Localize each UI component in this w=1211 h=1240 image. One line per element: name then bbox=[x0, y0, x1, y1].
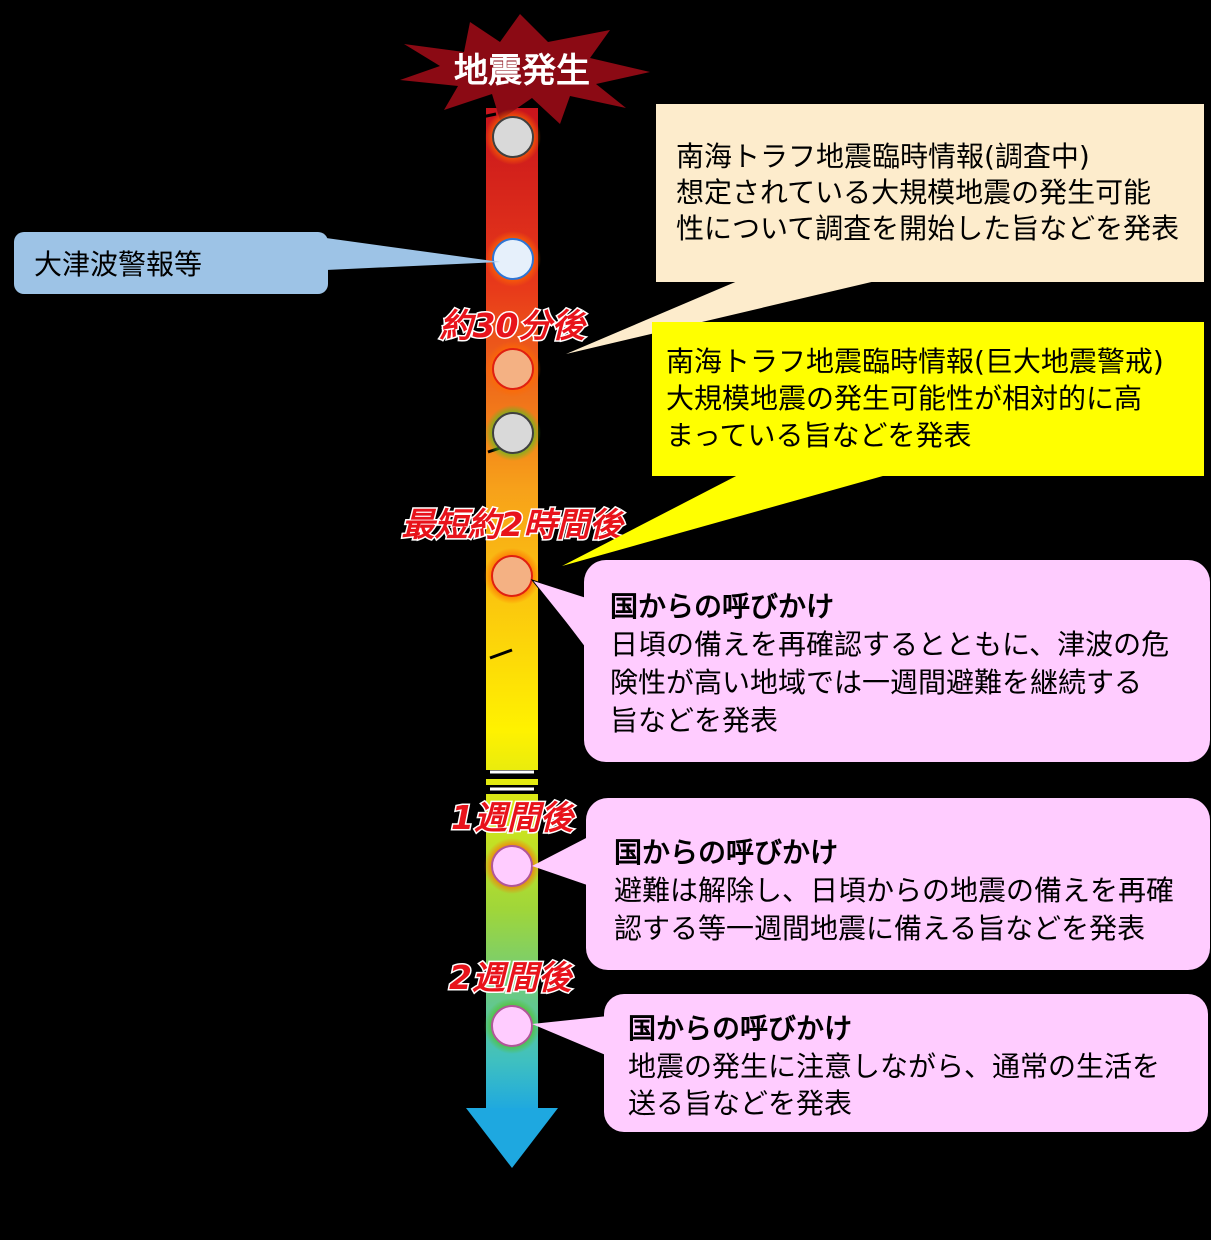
time-label-1week: 1週間後 bbox=[451, 798, 576, 837]
timeline-node-one-week bbox=[491, 845, 533, 887]
warning-line-2: 大規模地震の発生可能性が相対的に高 bbox=[666, 382, 1142, 415]
call1-line-2: 険性が高い地域では一週間避難を継続する bbox=[610, 666, 1142, 699]
call1-title: 国からの呼びかけ bbox=[610, 590, 834, 623]
event-label: 地震発生 bbox=[454, 51, 590, 91]
warning-line-1: 南海トラフ地震臨時情報(巨大地震警戒) bbox=[666, 345, 1164, 378]
call-callout-2: 国からの呼びかけ 避難は解除し、日頃からの地震の備えを再確 認する等一週間地震に… bbox=[532, 798, 1210, 970]
call2-title: 国からの呼びかけ bbox=[614, 836, 838, 869]
timeline-node-investigation bbox=[492, 348, 534, 390]
call-callout-1: 国からの呼びかけ 日頃の備えを再確認するとともに、津波の危 険性が高い地域では一… bbox=[530, 560, 1210, 762]
call3-line-2: 送る旨などを発表 bbox=[628, 1087, 852, 1120]
timeline-node-tsunami bbox=[492, 238, 534, 280]
investigation-line-3: 性について調査を開始した旨などを発表 bbox=[676, 212, 1179, 245]
investigation-line-1: 南海トラフ地震臨時情報(調査中) bbox=[676, 140, 1090, 173]
investigation-line-2: 想定されている大規模地震の発生可能 bbox=[676, 176, 1151, 209]
timeline-node-warning bbox=[491, 555, 533, 597]
earthquake-burst-shape bbox=[400, 14, 650, 124]
call-box-1 bbox=[584, 560, 1210, 762]
timeline-node-earthquake bbox=[492, 116, 534, 158]
time-label-30min: 約30分後 bbox=[440, 306, 588, 345]
call3-line-1: 地震の発生に注意しながら、通常の生活を bbox=[628, 1050, 1160, 1083]
tsunami-label: 大津波警報等 bbox=[34, 248, 202, 281]
call3-title: 国からの呼びかけ bbox=[628, 1012, 852, 1045]
call-box-2 bbox=[586, 798, 1210, 970]
call2-line-1: 避難は解除し、日頃からの地震の備えを再確 bbox=[614, 874, 1174, 907]
tsunami-box bbox=[14, 232, 328, 294]
call2-line-2: 認する等一週間地震に備える旨などを発表 bbox=[614, 912, 1145, 945]
timeline-break-mark bbox=[484, 770, 540, 779]
timeline-node-investigation-end bbox=[492, 412, 534, 454]
warning-line-3: まっている旨などを発表 bbox=[666, 419, 971, 452]
call-callout-3: 国からの呼びかけ 地震の発生に注意しながら、通常の生活を 送る旨などを発表 bbox=[532, 994, 1208, 1132]
call1-line-1: 日頃の備えを再確認するとともに、津波の危 bbox=[610, 628, 1169, 661]
warning-callout: 南海トラフ地震臨時情報(巨大地震警戒) 大規模地震の発生可能性が相対的に高 まっ… bbox=[562, 322, 1204, 566]
call-box-3 bbox=[604, 994, 1208, 1132]
timeline-arrow-head bbox=[466, 1108, 558, 1168]
time-label-2hours: 最短約2時間後 bbox=[402, 505, 626, 544]
investigation-box bbox=[656, 104, 1204, 282]
timeline-node-two-weeks bbox=[491, 1005, 533, 1047]
tsunami-callout: 大津波警報等 bbox=[14, 232, 500, 294]
call1-line-3: 旨などを発表 bbox=[610, 704, 778, 737]
warning-box bbox=[652, 322, 1204, 476]
time-label-2weeks: 2週間後 bbox=[449, 958, 574, 997]
investigation-callout: 南海トラフ地震臨時情報(調査中) 想定されている大規模地震の発生可能 性について… bbox=[566, 104, 1204, 354]
